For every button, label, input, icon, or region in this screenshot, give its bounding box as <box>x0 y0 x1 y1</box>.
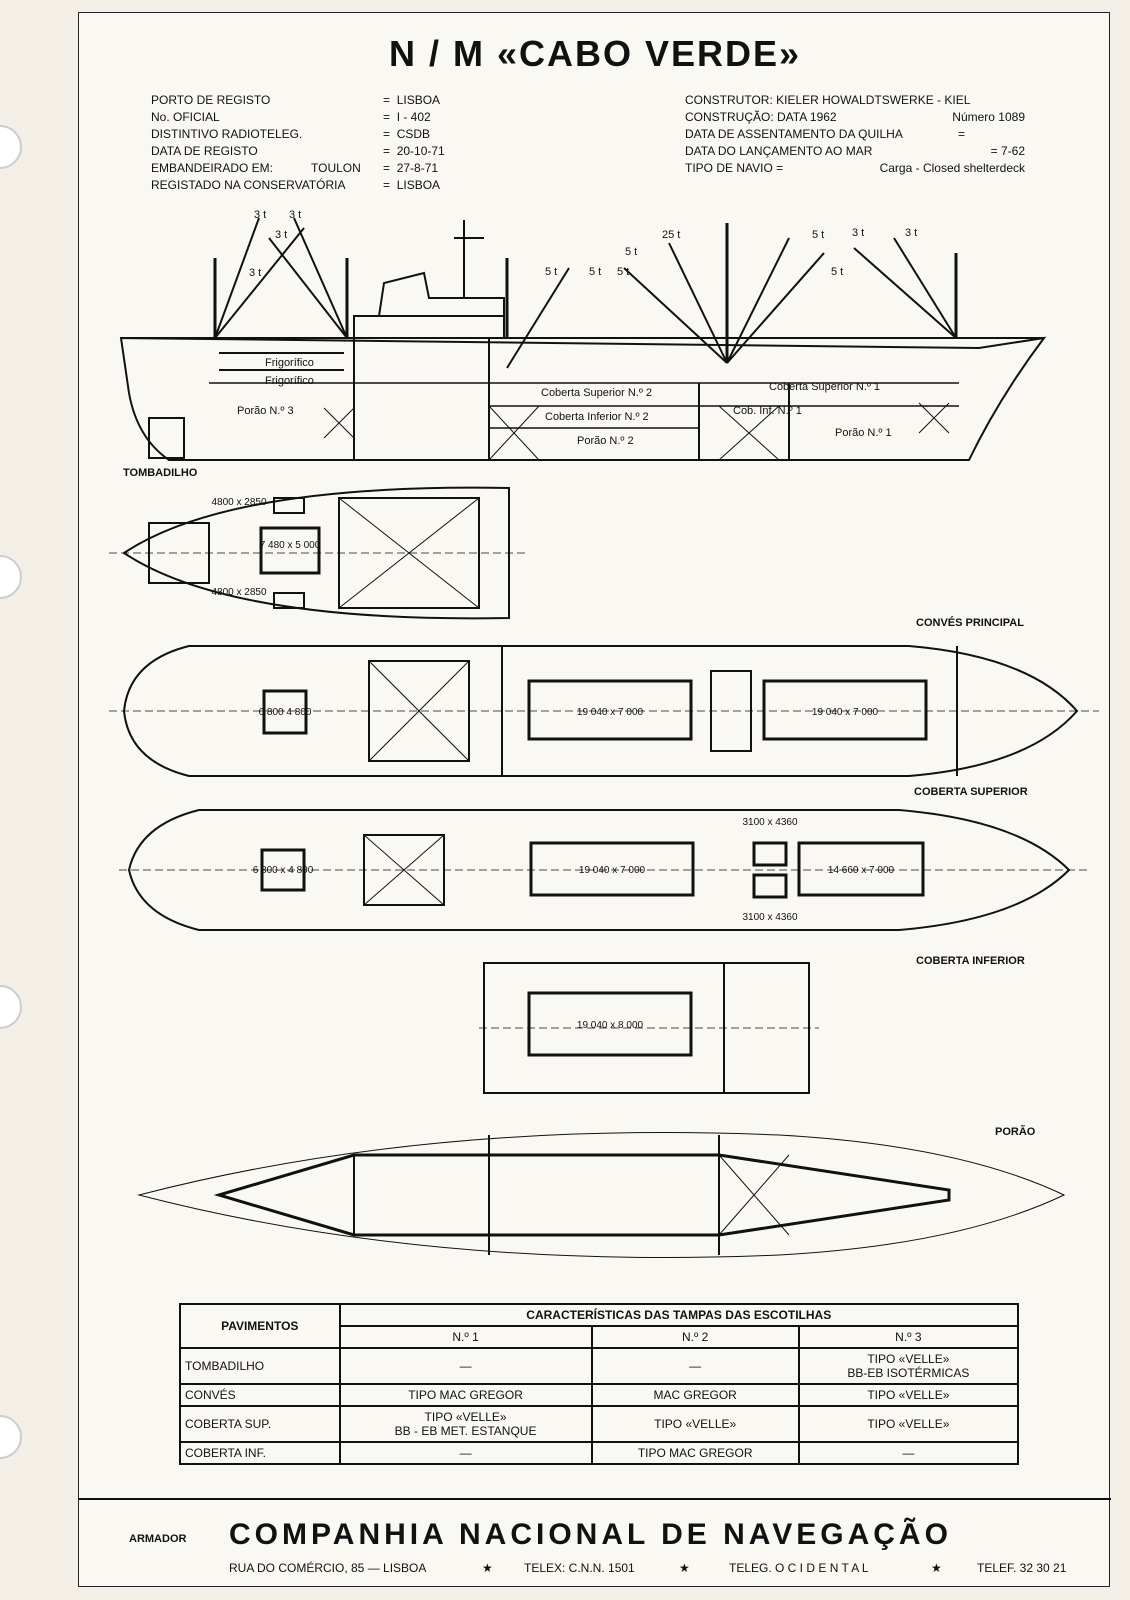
space-label: Porão N.º 2 <box>577 435 634 447</box>
coberta-inferior-plan: 19 040 x 8 000 <box>479 962 819 1094</box>
space-label: Cob. Inf. N.º 1 <box>733 405 802 417</box>
crane-label: 5 t <box>625 246 637 258</box>
porao-plan <box>137 1132 1066 1258</box>
hatch-label: 4800 x 2850 <box>211 587 266 598</box>
hatch-label: 7 480 x 5 000 <box>260 540 321 551</box>
crane-label: 5 t <box>617 266 629 278</box>
coberta-superior-plan: 6 800 x 4 800 19 040 x 7 000 3100 x 4360… <box>119 809 1089 931</box>
hatch-label: 14 660 x 7 000 <box>828 865 895 876</box>
crane-label: 3 t <box>275 229 287 241</box>
table-col-header: N.º 3 <box>797 1325 1020 1349</box>
hatch-label: 19 040 x 7 000 <box>812 707 879 718</box>
star-separator: ★ <box>931 1561 942 1575</box>
tombadilho-plan: 4800 x 2850 7 480 x 5 000 4800 x 2850 <box>109 486 529 620</box>
star-separator: ★ <box>482 1561 493 1575</box>
table-row: TOMBADILHO — — TIPO «VELLE»BB-EB ISOTÉRM… <box>179 1347 1020 1385</box>
space-label: Porão N.º 3 <box>237 405 294 417</box>
table-row: COBERTA SUP. TIPO «VELLE»BB - EB MET. ES… <box>179 1405 1020 1443</box>
hatch-label: 3100 x 4360 <box>742 817 797 828</box>
crane-label: 3 t <box>249 267 261 279</box>
page-title: N / M «CABO VERDE» <box>388 33 802 74</box>
space-label: Coberta Superior N.º 2 <box>541 387 652 399</box>
crane-label: 3 t <box>254 209 266 221</box>
deck-label-conves: CONVÉS PRINCIPAL <box>916 617 1024 629</box>
crane-label: 25 t <box>662 229 680 241</box>
space-label: Coberta Superior N.º 1 <box>769 381 880 393</box>
hatch-covers-table: PAVIMENTOS CARACTERÍSTICAS DAS TAMPAS DA… <box>179 1303 1020 1465</box>
info-row: No. OFICIAL <box>151 110 220 124</box>
info-row: DISTINTIVO RADIOTELEG. <box>151 127 303 141</box>
info-row: DATA DE REGISTO <box>151 144 258 158</box>
hatch-label: 19 040 x 7 000 <box>577 707 644 718</box>
table-col-header: N.º 2 <box>590 1325 800 1349</box>
binder-hole <box>0 555 22 599</box>
binder-hole <box>0 985 22 1029</box>
space-label: Frigorífico <box>265 375 314 387</box>
telegraph: TELEG. O C I D E N T A L <box>729 1561 869 1575</box>
address: RUA DO COMÉRCIO, 85 — LISBOA <box>229 1561 427 1575</box>
builder-info: CONSTRUTOR: KIELER HOWALDTSWERKE - KIEL … <box>685 93 1025 175</box>
table-row: COBERTA INF. — TIPO MAC GREGOR — <box>179 1441 1020 1465</box>
registry-values: = LISBOA = I - 402 = CSDB = 20-10-71 = 2… <box>383 93 445 192</box>
hull-outline <box>119 336 1047 461</box>
document-sheet: N / M «CABO VERDE» PORTO DE REGISTO No. … <box>78 12 1111 1587</box>
crane-label: 3 t <box>905 227 917 239</box>
crane-label: 5 t <box>589 266 601 278</box>
armador-label: ARMADOR <box>129 1533 187 1545</box>
footer-divider <box>79 1498 1111 1500</box>
crane-label: 5 t <box>545 266 557 278</box>
company-name: COMPANHIA NACIONAL DE NAVEGAÇÃO <box>229 1518 952 1551</box>
hatch-label: 6 800 4 800 <box>259 707 312 718</box>
registry-info: PORTO DE REGISTO No. OFICIAL DISTINTIVO … <box>151 92 361 194</box>
deck-label-coberta-inferior: COBERTA INFERIOR <box>916 955 1025 967</box>
conves-plan: 6 800 4 800 19 040 x 7 000 19 040 x 7 00… <box>109 645 1099 777</box>
space-label: Porão N.º 1 <box>835 427 892 439</box>
telex: TELEX: C.N.N. 1501 <box>524 1561 635 1575</box>
crane-label: 3 t <box>289 209 301 221</box>
telephone: TELEF. 32 30 21 <box>977 1561 1067 1575</box>
binder-hole <box>0 125 22 169</box>
table-header-group: CARACTERÍSTICAS DAS TAMPAS DAS ESCOTILHA… <box>338 1303 1019 1327</box>
hatch-label: 19 040 x 7 000 <box>579 865 646 876</box>
space-label: Frigorífico <box>265 357 314 369</box>
info-row: REGISTADO NA CONSERVATÓRIA <box>151 178 346 192</box>
table-header-pavimentos: PAVIMENTOS <box>179 1303 341 1349</box>
info-row: EMBANDEIRADO EM:TOULON <box>151 161 361 175</box>
hatch-label: 3100 x 4360 <box>742 912 797 923</box>
crane-label: 5 t <box>812 229 824 241</box>
table-row: CONVÉS TIPO MAC GREGOR MAC GREGOR TIPO «… <box>179 1383 1020 1407</box>
deck-label-coberta-superior: COBERTA SUPERIOR <box>914 786 1028 798</box>
binder-hole <box>0 1415 22 1459</box>
deck-label-porao: PORÃO <box>995 1126 1036 1138</box>
space-label: Coberta Inferior N.º 2 <box>545 411 649 423</box>
star-separator: ★ <box>679 1561 690 1575</box>
ship-profile-drawing: 3 t 3 t 3 t 3 t 5 t 5 t 5 t 25 t 5 t 5 t… <box>119 209 1047 461</box>
table-col-header: N.º 1 <box>338 1325 593 1349</box>
crane-label: 3 t <box>852 227 864 239</box>
deck-label-tombadilho: TOMBADILHO <box>123 467 198 479</box>
hatch-label: 6 800 x 4 800 <box>253 865 314 876</box>
info-row: PORTO DE REGISTO <box>151 93 271 107</box>
hatch-label: 4800 x 2850 <box>211 497 266 508</box>
hatch-label: 19 040 x 8 000 <box>577 1020 644 1031</box>
crane-label: 5 t <box>831 266 843 278</box>
